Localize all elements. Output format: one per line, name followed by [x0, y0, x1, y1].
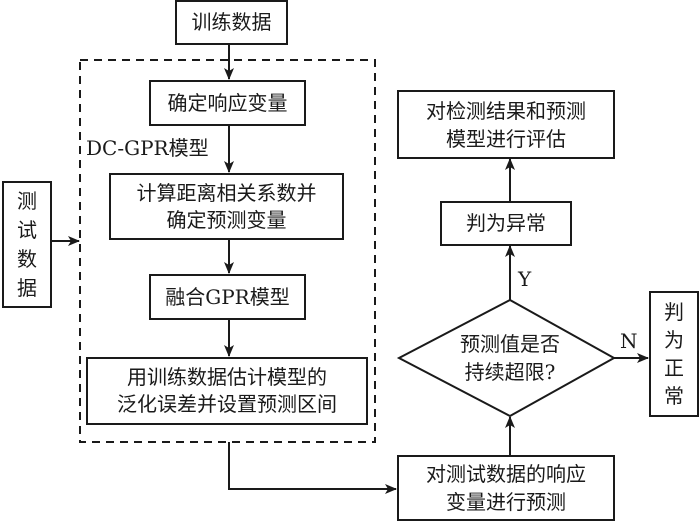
edge-label-no: N: [620, 329, 638, 353]
node-determine-response: 确定响应变量: [149, 80, 306, 126]
decision-text-line2: 持续超限?: [464, 360, 556, 384]
node-judge-normal-char4: 常: [664, 384, 684, 408]
node-estimate-error-line1: 用训练数据估计模型的: [127, 365, 327, 389]
node-test-data-char1: 测: [17, 188, 37, 213]
node-estimate-error: 用训练数据估计模型的 泛化误差并设置预测区间: [86, 357, 368, 425]
decision-diamond: [396, 298, 617, 418]
node-evaluate-line1: 对检测结果和预测: [426, 98, 586, 123]
node-training-data: 训练数据: [175, 0, 288, 45]
node-fuse-gpr: 融合GPR模型: [149, 274, 306, 320]
node-judge-normal: 判 为 正 常: [649, 291, 699, 417]
node-predict-test-line2: 变量进行预测: [446, 490, 566, 514]
edge-label-yes: Y: [518, 267, 532, 291]
node-compute-distance-line2: 确定预测变量: [166, 207, 287, 232]
node-training-data-label: 训练数据: [191, 10, 272, 34]
decision-text: 预测值是否 持续超限?: [430, 330, 590, 386]
node-fuse-gpr-label: 融合GPR模型: [165, 284, 290, 309]
node-test-data-char2: 试: [17, 217, 37, 242]
node-predict-test-line1: 对测试数据的响应: [426, 462, 586, 486]
node-test-data-char3: 数: [17, 246, 37, 271]
decision-text-line1: 预测值是否: [460, 332, 560, 356]
dc-gpr-group-label: DC-GPR模型: [86, 136, 209, 160]
node-judge-abnormal-label: 判为异常: [466, 211, 546, 235]
node-evaluate-line2: 模型进行评估: [446, 126, 566, 151]
node-test-data-char4: 据: [17, 275, 37, 300]
node-compute-distance-line1: 计算距离相关系数并: [136, 180, 317, 205]
node-judge-normal-char2: 为: [664, 328, 684, 352]
node-evaluate: 对检测结果和预测 模型进行评估: [397, 90, 615, 159]
node-judge-abnormal: 判为异常: [440, 201, 572, 246]
dc-gpr-group-border: [79, 59, 376, 443]
node-determine-response-label: 确定响应变量: [167, 90, 288, 115]
node-judge-normal-char1: 判: [664, 300, 684, 324]
node-test-data: 测 试 数 据: [2, 181, 52, 308]
arrow-group-to-predict: [228, 442, 397, 494]
node-compute-distance: 计算距离相关系数并 确定预测变量: [109, 173, 344, 240]
node-predict-test: 对测试数据的响应 变量进行预测: [397, 455, 615, 521]
node-estimate-error-line2: 泛化误差并设置预测区间: [117, 392, 337, 416]
node-judge-normal-char3: 正: [664, 356, 684, 380]
